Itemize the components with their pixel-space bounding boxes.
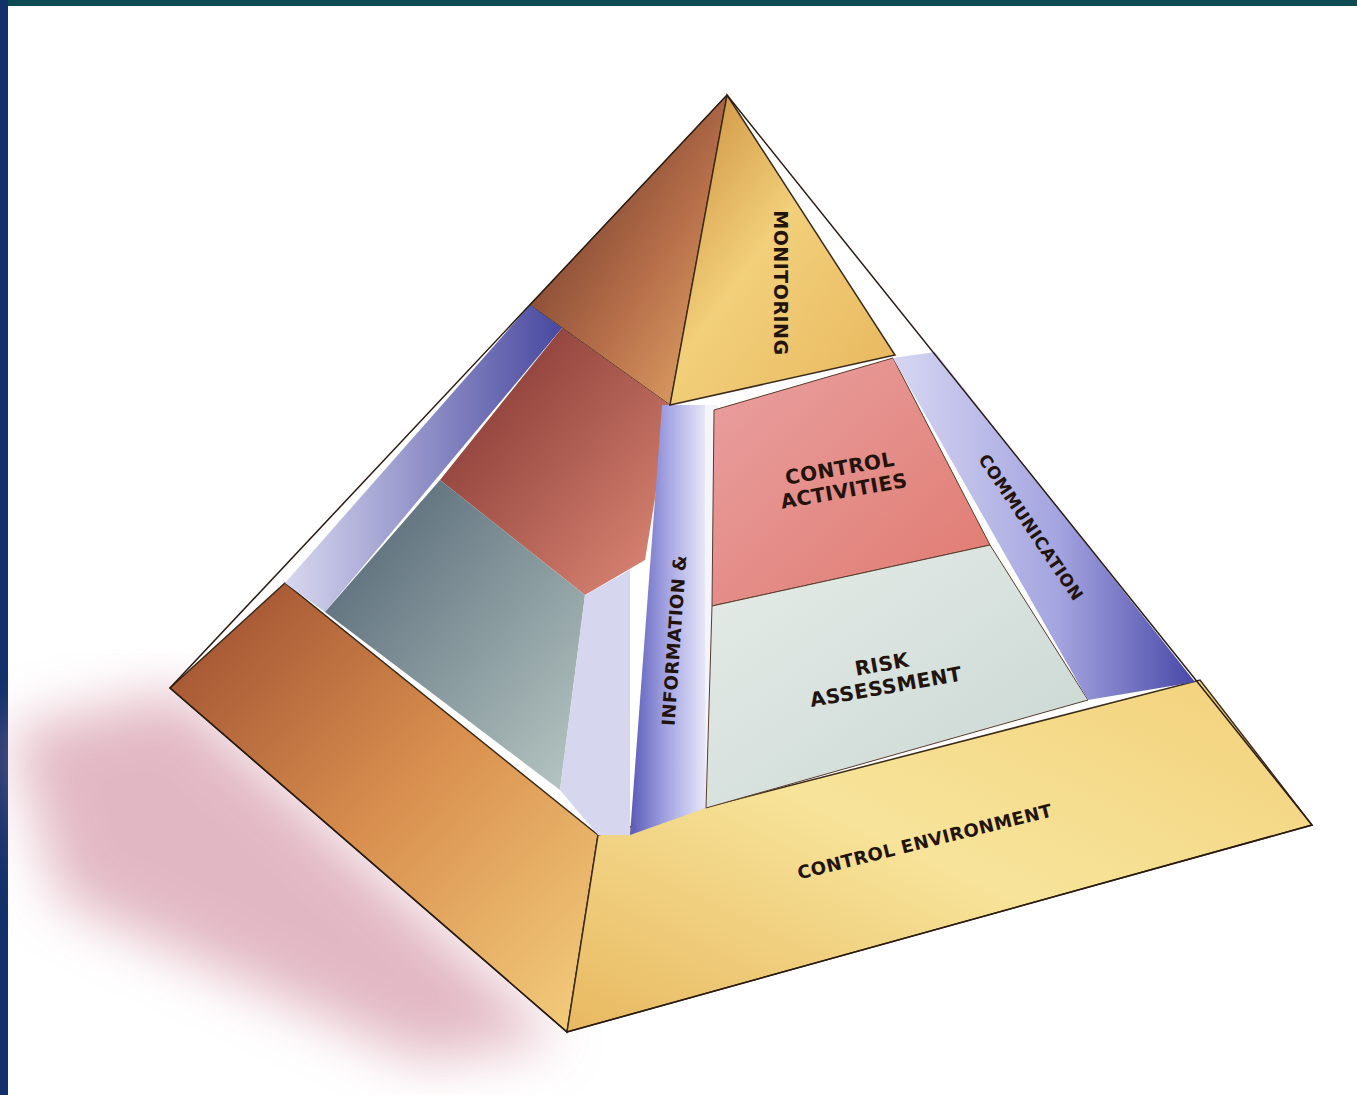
band-label: COMMUNICATION [973,451,1086,605]
control-activities-band: CONTROL ACTIVITIES [754,443,929,518]
band-label: RISK ASSESSMENT [791,638,976,715]
risk-assessment-band: RISK ASSESSMENT [791,638,976,715]
information-strip: INFORMATION & [658,554,691,727]
band-label: INFORMATION & [658,554,691,727]
band-label: CONTROL ENVIRONMENT [795,800,1054,883]
band-label: MONITORING [768,210,790,355]
communication-strip: COMMUNICATION [973,451,1086,605]
band-label: CONTROL ACTIVITIES [754,443,929,518]
monitoring-band: MONITORING [768,210,790,355]
control-environment-band: CONTROL ENVIRONMENT [795,800,1054,883]
